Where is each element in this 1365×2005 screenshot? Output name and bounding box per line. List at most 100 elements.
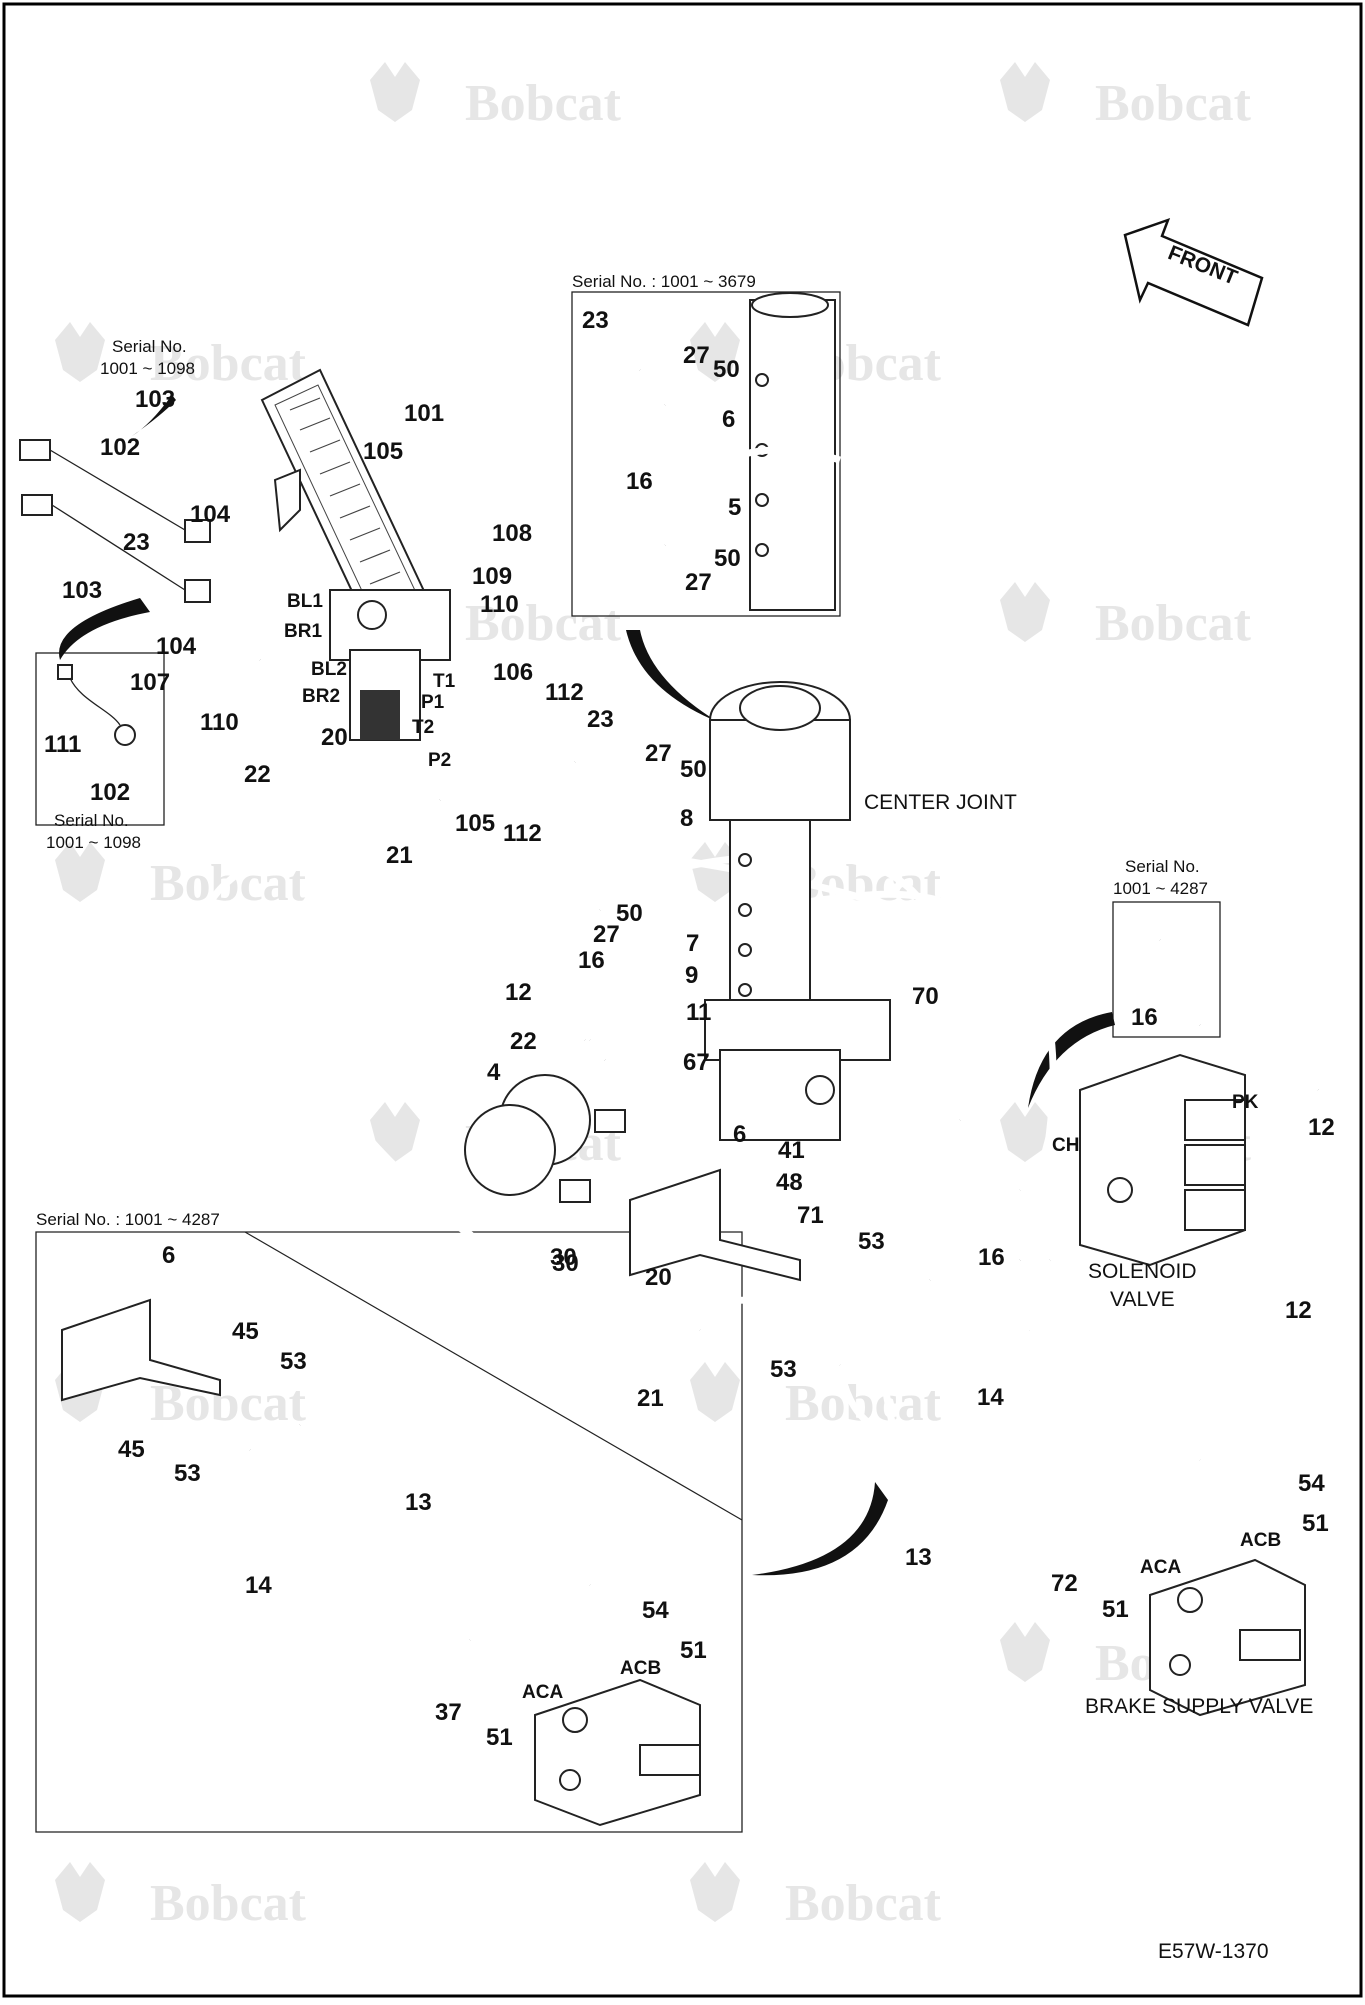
port-label-ch: CH [1052,1135,1079,1156]
part-label-5: 5 [728,494,741,521]
part-label-72: 72 [1051,1570,1078,1597]
serial-note-right-2: 1001 ~ 4287 [1113,879,1208,898]
part-label-6: 6 [733,1121,746,1148]
watermark-text: Bobcat [150,335,307,392]
port-label-p1: P1 [421,692,445,713]
part-label-16: 16 [626,468,653,495]
part-label-111: 111 [44,731,81,758]
part-label-107: 107 [130,669,170,696]
part-label-53: 53 [770,1356,797,1383]
watermark-text: Bobcat [785,1375,942,1432]
callout-swoosh [1028,1012,1115,1108]
serial-note-left-top-2: 1001 ~ 1098 [100,359,195,378]
part-label-21: 21 [386,842,413,869]
part-label-110: 110 [200,709,239,736]
part-label-105: 105 [455,810,495,837]
part-label-45: 45 [118,1436,145,1463]
part-label-21: 21 [637,1385,664,1412]
watermark-text: Bobcat [150,1875,307,1932]
part-label-105: 105 [363,438,403,465]
serial-note-bottom-inset: Serial No. : 1001 ~ 4287 [36,1210,220,1229]
part-label-20: 20 [645,1264,672,1291]
inset-box-bottom [35,1231,743,1833]
center-joint [704,681,891,1141]
accumulators [464,1074,626,1203]
serial-note-left-top-1: Serial No. [112,337,187,356]
part-label-11: 11 [686,999,711,1026]
part-label-14: 14 [245,1572,272,1599]
part-label-102: 102 [90,779,130,806]
port-label-t2: T2 [412,717,434,738]
brake-supply-valve [1149,1558,1306,1717]
port-label-aca: ACA [1140,1557,1181,1578]
port-label-aca: ACA [522,1682,563,1703]
part-label-12: 12 [505,979,532,1006]
part-label-51: 51 [1102,1596,1129,1623]
watermark-text: Bobcat [465,75,622,132]
watermark-layer: Bobcat Bobcat Bobcat Bobcat Bobcat Bobca… [55,62,1252,1932]
part-label-51: 51 [1302,1510,1329,1537]
serial-note-left-bottom-2: 1001 ~ 1098 [46,833,141,852]
watermark: Bobcat [1000,582,1252,652]
part-label-6: 6 [722,406,735,433]
part-label-45: 45 [232,1318,259,1345]
part-label-16: 16 [578,947,605,974]
solenoid-valve [1079,1053,1246,1267]
part-label-53: 53 [858,1228,885,1255]
part-label-50: 50 [714,545,741,572]
connectors-left [19,439,211,603]
part-label-12: 12 [1308,1114,1335,1141]
callout-swoosh [626,630,718,722]
inset-left-parts [57,664,136,746]
caption-solenoid-line2: VALVE [1110,1288,1175,1311]
serial-note-right-1: Serial No. [1125,857,1200,876]
part-label-9: 9 [685,962,698,989]
caption-brake-supply-valve: BRAKE SUPPLY VALVE [1085,1695,1313,1718]
port-label-p2: P2 [428,750,451,771]
part-label-23: 23 [587,706,614,733]
caption-solenoid-line1: SOLENOID [1088,1260,1197,1283]
center-joint-inset [589,292,842,611]
part-label-101: 101 [404,400,444,427]
brake-pedal [260,368,451,741]
part-label-106: 106 [493,659,533,686]
part-label-20: 20 [321,724,348,751]
part-label-8: 8 [680,805,693,832]
inset-box-right [1112,901,1221,1038]
brake-supply-valve-inset [534,1678,701,1827]
part-label-53: 53 [174,1460,201,1487]
serial-note-top-inset: Serial No. : 1001 ~ 3679 [572,272,756,291]
part-label-41: 41 [778,1137,805,1164]
callout-swoosh [752,1482,888,1576]
part-label-70: 70 [912,983,939,1010]
serial-note-left-bottom-1: Serial No. [54,811,129,830]
part-label-71: 71 [797,1202,824,1229]
part-label-13: 13 [905,1544,932,1571]
part-label-14: 14 [977,1384,1004,1411]
part-label-103: 103 [62,577,102,604]
part-label-50: 50 [680,756,707,783]
part-label-54: 54 [642,1597,669,1624]
bracket-6 [61,1168,801,1402]
part-label-22: 22 [244,761,271,788]
part-label-30: 30 [550,1244,577,1271]
part-label-103: 103 [135,386,175,413]
part-label-4: 4 [487,1059,501,1086]
part-label-48: 48 [776,1169,803,1196]
port-label-t1: T1 [433,671,456,692]
part-label-109: 109 [472,563,512,590]
front-arrow: FRONT [1123,217,1264,327]
part-label-7: 7 [686,930,699,957]
part-label-67: 67 [683,1049,710,1076]
watermark-text: Bobcat [465,595,622,652]
watermark-text: Bobcat [1095,75,1252,132]
part-label-104: 104 [190,501,231,528]
inset-box-left [35,652,165,826]
drawing-number: E57W-1370 [1158,1940,1269,1963]
part-label-104: 104 [156,633,197,660]
part-label-23: 23 [123,529,150,556]
inset-box-top [571,291,841,617]
watermark: Bobcat [690,1862,942,1932]
